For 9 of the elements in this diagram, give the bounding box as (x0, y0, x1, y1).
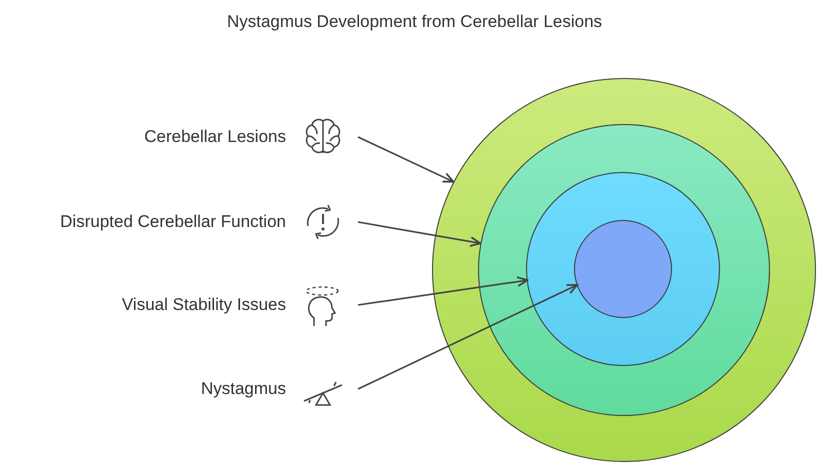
arrow (358, 276, 528, 306)
node-label: Disrupted Cerebellar Function (60, 212, 286, 232)
node-label: Visual Stability Issues (122, 295, 286, 315)
arrow (358, 284, 578, 390)
node-label: Nystagmus (200, 379, 286, 399)
node-label: Cerebellar Lesions (144, 127, 286, 147)
title: Nystagmus Development from Cerebellar Lesions (226, 12, 604, 32)
arrow (358, 221, 482, 247)
arrow (358, 136, 454, 183)
